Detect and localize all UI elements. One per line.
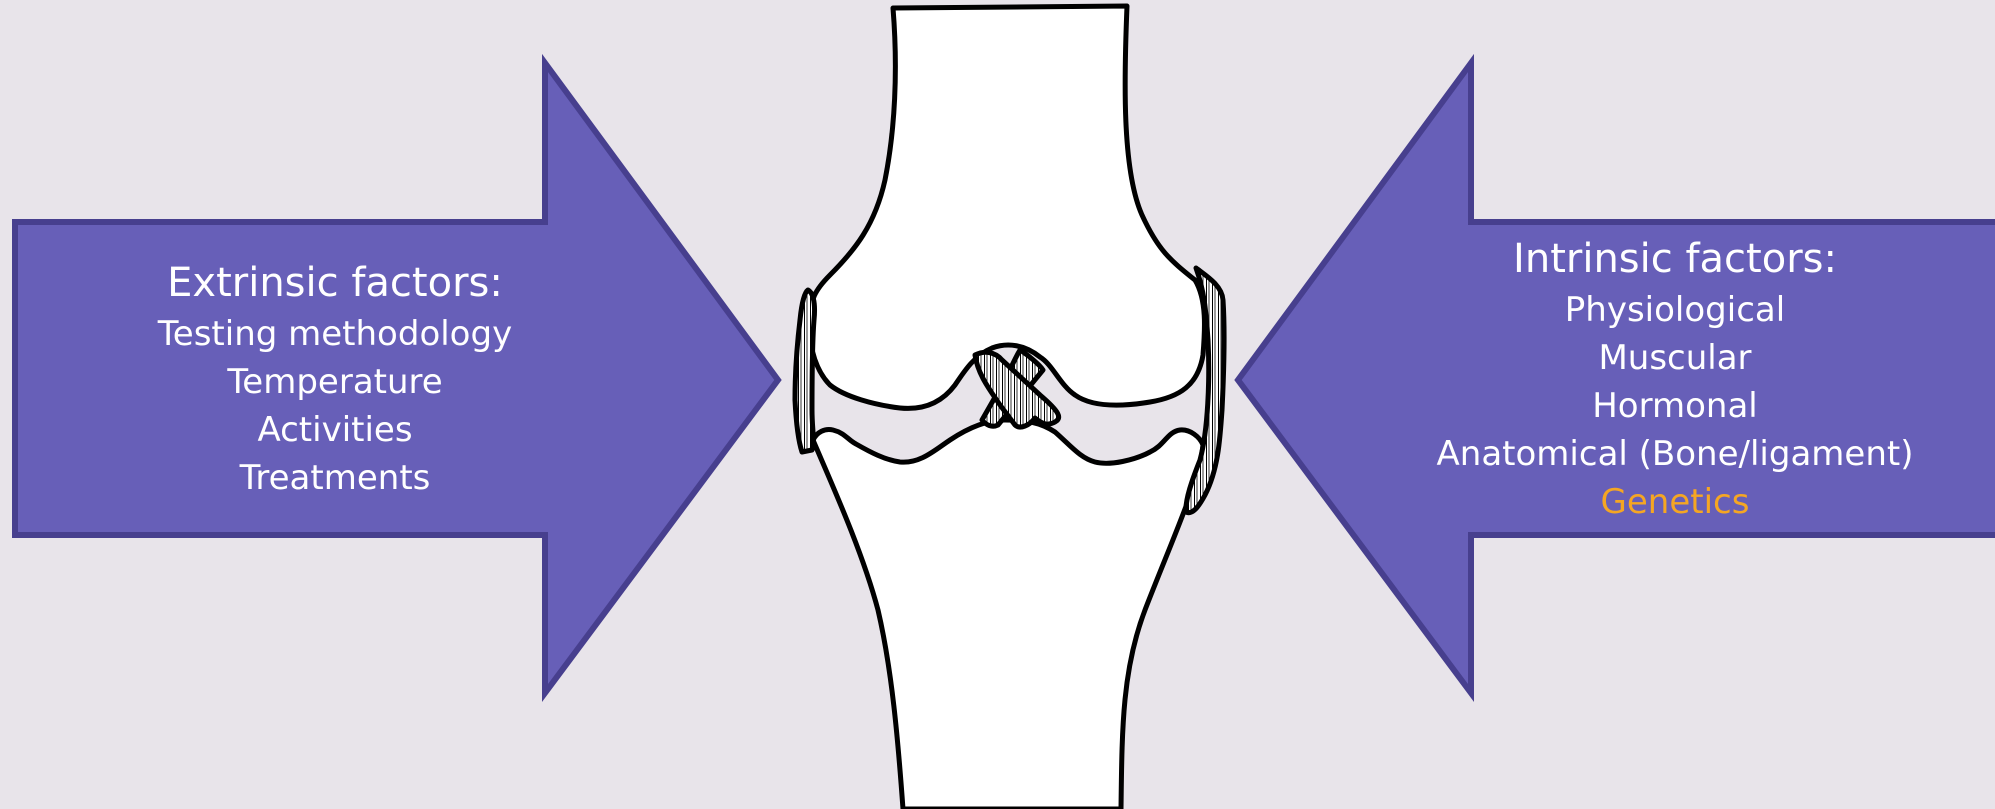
intrinsic-item-genetics: Genetics <box>1390 478 1960 526</box>
intrinsic-item-anatomical: Anatomical (Bone/ligament) <box>1390 430 1960 478</box>
intrinsic-item-muscular: Muscular <box>1390 334 1960 382</box>
intrinsic-factors-text: Intrinsic factors: Physiological Muscula… <box>1390 232 1960 526</box>
extrinsic-factors-text: Extrinsic factors: Testing methodology T… <box>95 256 575 502</box>
extrinsic-item-temperature: Temperature <box>95 358 575 406</box>
extrinsic-heading: Extrinsic factors: <box>95 256 575 310</box>
femur-bone <box>810 6 1205 408</box>
knee-joint-illustration <box>795 6 1224 809</box>
left-collateral-ligament <box>795 290 815 452</box>
intrinsic-item-hormonal: Hormonal <box>1390 382 1960 430</box>
intrinsic-item-physiological: Physiological <box>1390 286 1960 334</box>
intrinsic-heading: Intrinsic factors: <box>1390 232 1960 286</box>
extrinsic-item-testing-methodology: Testing methodology <box>95 310 575 358</box>
extrinsic-item-activities: Activities <box>95 406 575 454</box>
extrinsic-item-treatments: Treatments <box>95 454 575 502</box>
tibia-bone <box>813 420 1203 809</box>
